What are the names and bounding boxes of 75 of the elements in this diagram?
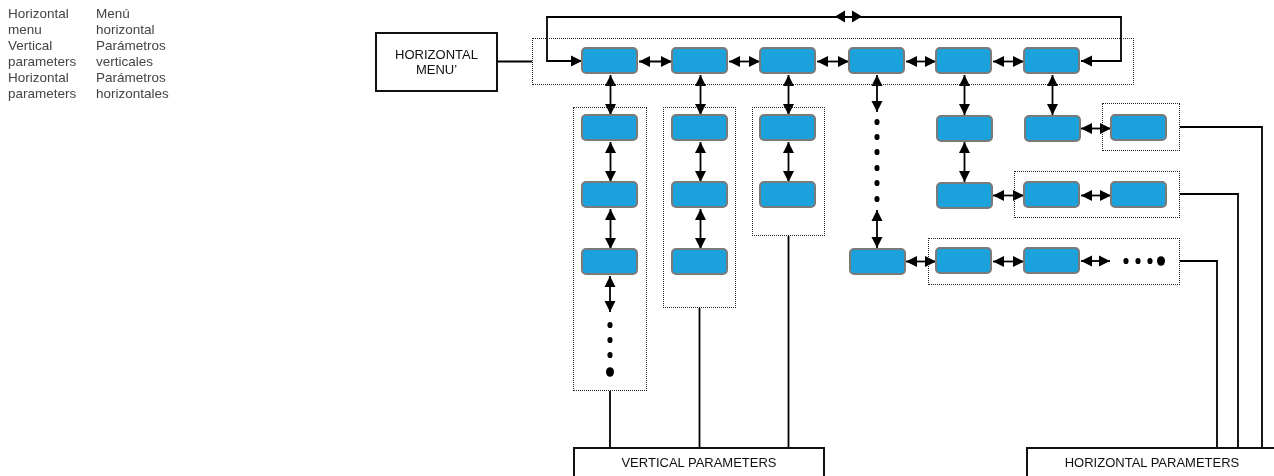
menu-item-box	[581, 248, 639, 276]
double-arrow	[1047, 74, 1058, 116]
menu-item-box	[848, 47, 906, 75]
double-arrow	[1080, 255, 1111, 267]
glossary-term: Vertical parameters	[8, 38, 78, 70]
glossary-term: Parámetros horizontales	[96, 70, 170, 102]
menu-item-box	[671, 248, 729, 276]
dotted-group-frame	[928, 238, 1180, 285]
double-arrow	[546, 16, 1122, 67]
menu-item-box	[936, 115, 993, 142]
menu-item-box	[759, 181, 817, 209]
double-arrow	[638, 56, 673, 67]
menu-item-box	[1110, 114, 1168, 142]
double-arrow	[783, 141, 794, 183]
double-arrow	[959, 74, 970, 116]
double-arrow	[816, 56, 850, 67]
connector-line	[1179, 260, 1218, 448]
double-arrow	[695, 141, 706, 183]
dotted-group-frame	[1102, 103, 1180, 151]
label-box	[375, 32, 498, 92]
menu-item-box	[671, 181, 729, 209]
glossary-term: Horizontal menu	[8, 6, 70, 38]
connector-line	[497, 60, 533, 63]
menu-item-box	[1024, 115, 1081, 142]
menu-item-box	[759, 114, 817, 142]
double-arrow	[604, 275, 616, 313]
connector-line	[609, 390, 611, 448]
double-arrow	[992, 56, 1025, 67]
menu-item-box	[671, 47, 729, 75]
dotted-group-frame	[752, 107, 825, 236]
label-box	[573, 447, 825, 476]
menu-item-box	[581, 181, 639, 209]
double-arrow	[871, 209, 883, 249]
double-arrow	[728, 56, 761, 67]
double-arrow	[992, 190, 1025, 201]
menu-item-box	[936, 182, 993, 209]
double-arrow	[695, 208, 706, 250]
menu-item-box	[581, 47, 639, 75]
dotted-group-frame	[532, 38, 1134, 85]
menu-item-box	[1023, 181, 1081, 209]
double-arrow	[871, 74, 883, 113]
double-arrow	[905, 256, 937, 267]
dotted-group-frame	[573, 107, 647, 391]
glossary-term: Menú horizontal	[96, 6, 156, 38]
double-arrow	[1080, 123, 1112, 134]
menu-item-box	[1023, 47, 1081, 75]
double-arrow	[959, 141, 970, 183]
box-label: VERTICAL PARAMETERS	[621, 455, 777, 470]
dotted-group-frame	[1014, 171, 1180, 218]
connector-line	[1179, 126, 1263, 448]
menu-item-box	[581, 114, 639, 142]
connector-line	[787, 235, 790, 448]
dotted-group-frame	[663, 107, 736, 308]
double-arrow	[605, 74, 616, 116]
glossary-term: Parámetros verticales	[96, 38, 167, 70]
double-arrow	[783, 74, 794, 116]
glossary-term: Horizontal parameters	[8, 70, 78, 102]
double-arrow	[1080, 190, 1112, 201]
double-arrow	[695, 74, 706, 116]
double-arrow	[905, 56, 937, 67]
connector-line	[1179, 193, 1239, 448]
menu-item-box	[935, 247, 993, 275]
menu-item-box	[1110, 181, 1168, 209]
connector-line	[698, 307, 701, 448]
double-arrow	[992, 256, 1025, 267]
menu-item-box	[671, 114, 729, 142]
double-arrow	[605, 141, 616, 183]
box-label: HORIZONTAL MENU’	[394, 47, 479, 77]
menu-item-box	[849, 248, 906, 275]
menu-item-box	[1023, 247, 1081, 275]
menu-item-box	[935, 47, 993, 75]
double-arrow	[605, 208, 616, 250]
box-label: HORIZONTAL PARAMETERS	[1064, 455, 1240, 470]
menu-item-box	[759, 47, 817, 75]
label-box	[1026, 447, 1274, 476]
